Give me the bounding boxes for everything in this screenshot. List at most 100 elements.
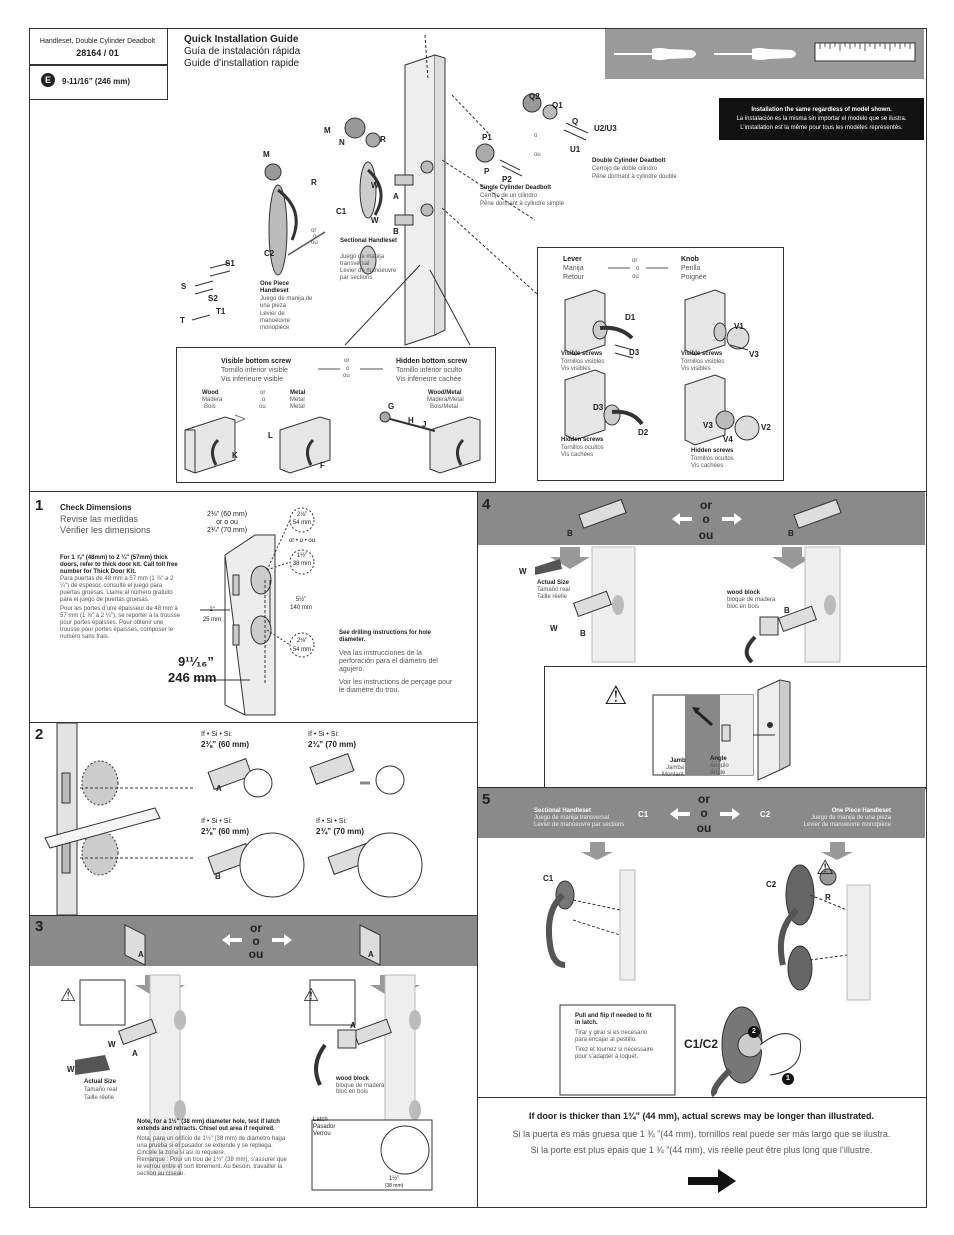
or-en-wm: or (260, 390, 266, 396)
step-3-diagram (75, 924, 433, 1191)
or-es-bs: o (346, 366, 350, 372)
step-2-if-1: If • Si • Si: (201, 731, 232, 738)
flip-en: Pull and flip if needed to fit in latch. (575, 1013, 652, 1026)
hole-diameter-1-mm: 54 mm (292, 520, 312, 526)
step-3-or: or (250, 921, 262, 935)
step-5-diagram (545, 842, 871, 1098)
step-2-part-a: A (216, 784, 222, 793)
visible-bottom-fr: Vis inférieure visible (221, 376, 284, 383)
step-1-title-fr: Vérifier les dimensions (60, 525, 151, 535)
part-n: N (339, 138, 345, 147)
hole-diameter-1: 2⅛” (296, 512, 308, 518)
hole-spacing: 5½” (295, 597, 307, 603)
part-s: S (181, 282, 187, 291)
step-3-actual-es: Tamaño real (84, 1087, 118, 1093)
step-2-option-2: 2¾” (70 mm) (308, 740, 357, 749)
step-1-title-es: Revise las medidas (60, 514, 139, 524)
step-5-o: o (700, 806, 708, 820)
onepiece-handleset-en: One Piece Handleset (260, 281, 290, 294)
jamb-fr: Montant (662, 772, 684, 778)
step-4-or-arrows (672, 513, 742, 525)
part-c2: C2 (264, 249, 275, 258)
step-2-if-3: If • Si • Si: (201, 818, 232, 825)
step-3-actual-fr: Taille réelle (84, 1095, 115, 1101)
step-4-woodblock-fr: bloc en bois (727, 604, 760, 610)
step-1-number: 1 (35, 497, 44, 514)
or-fr-wm: ou (259, 404, 266, 410)
part-r-2: R (311, 178, 317, 187)
step-3-part-a-2: A (368, 950, 374, 959)
step-1-title-en: Check Dimensions (60, 503, 132, 512)
woodmetal-en: Wood/Metal (428, 390, 462, 396)
part-m: M (324, 126, 331, 135)
model-note-fr: L’installation est la même pour tous les… (740, 125, 903, 131)
step-4-ou: ou (698, 528, 714, 542)
hidden-bottom-es: Tornillo inferior oculto (396, 367, 463, 374)
model-note-box (719, 98, 924, 140)
part-f: F (320, 461, 325, 470)
double-deadbolt-fr: Pêne dormant à cylindre double (592, 174, 677, 180)
thick-door-fr: Pour les portes d’une épaisseur de 48 mm… (60, 606, 180, 640)
latch-dim-mm: (38 mm) (384, 1183, 404, 1189)
part-q: Q (572, 117, 579, 126)
step-2-if-2: If • Si • Si: (308, 731, 339, 738)
part-d3: D3 (629, 348, 640, 357)
backset-60: 2⅜” (60 mm) (206, 511, 248, 518)
step-5-c2-band: C2 (760, 810, 771, 819)
or-fr-2: ou (311, 240, 318, 246)
hidden-screws-knob-en: Hidden screws (691, 448, 734, 454)
hole-diameter-2: 1½” (296, 553, 308, 559)
angle-es: Ángulo (710, 763, 729, 769)
step-5-ou: ou (696, 821, 712, 835)
visible-bottom-es: Tornillo inferior visible (221, 367, 288, 374)
divider-step4-5 (477, 787, 926, 788)
part-d2: D2 (638, 428, 649, 437)
step-5-part-r: R (825, 893, 831, 902)
step-3-part-a-4: A (350, 1021, 356, 1030)
hidden-screws-fr: Vis cachées (561, 452, 594, 458)
part-b: B (393, 227, 399, 236)
step-5-sectional-fr: Levier de manoeuvre par sections (534, 822, 625, 828)
lever-fr: Retour (563, 274, 585, 281)
step-3-actual-en: Actual Size (84, 1079, 117, 1085)
part-r: R (380, 135, 386, 144)
warning-icon-5: ⚠ (816, 857, 834, 879)
step-5-badge-2: 2 (748, 1026, 760, 1038)
edge-distance-mm: 25 mm (202, 617, 222, 623)
wood-es: Madera (202, 397, 223, 403)
drill-fr: Voir les instructions de perçage pour le… (339, 679, 453, 694)
step-4-part-b-4: B (784, 606, 790, 615)
part-u1: U1 (570, 145, 581, 154)
step-5-number: 5 (482, 791, 491, 808)
step-4-part-b-3: B (580, 629, 586, 638)
door-edge-diagram (44, 722, 195, 916)
or-en-bs: or (344, 358, 350, 364)
part-v1: V1 (734, 322, 744, 331)
or-en-2: or (311, 228, 317, 234)
backset-size: 9-11/16” (246 mm) (62, 77, 131, 86)
knob-es: Perilla (681, 265, 701, 272)
metal-fr: Metal (290, 404, 305, 410)
step-3-part-w-2: W (67, 1065, 75, 1074)
step-3-woodblock-fr: bloc en bois (336, 1089, 369, 1095)
latch-en: Latch (313, 1117, 328, 1123)
onepiece-handleset-fr: Levier de manoeuvre monopièce (260, 311, 291, 331)
or-es-1: o (534, 133, 538, 139)
part-v4: V4 (723, 435, 733, 444)
step-4-actual-en: Actual Size (537, 580, 570, 586)
step-3-part-w-1: W (108, 1040, 116, 1049)
drill-en: See drilling instructions for hole diame… (339, 630, 432, 643)
part-h: H (408, 416, 414, 425)
model-number: 28164 / 01 (76, 48, 119, 58)
bottom-screw-diagrams (184, 411, 481, 474)
backset-70: 2¾” (70 mm) (206, 527, 248, 534)
part-s1: S1 (225, 259, 235, 268)
hidden-bottom-en: Hidden bottom screw (396, 358, 468, 365)
visible-screws-fr: Vis visibles (561, 366, 591, 372)
or-arrow-lk (608, 267, 668, 269)
visible-bottom-en: Visible bottom screw (221, 358, 291, 365)
or-arrow-bs (318, 368, 383, 370)
part-w-2: W (371, 216, 379, 225)
title-es: Guía de instalación rápida (184, 46, 301, 57)
step-3-ou: ou (248, 947, 264, 961)
